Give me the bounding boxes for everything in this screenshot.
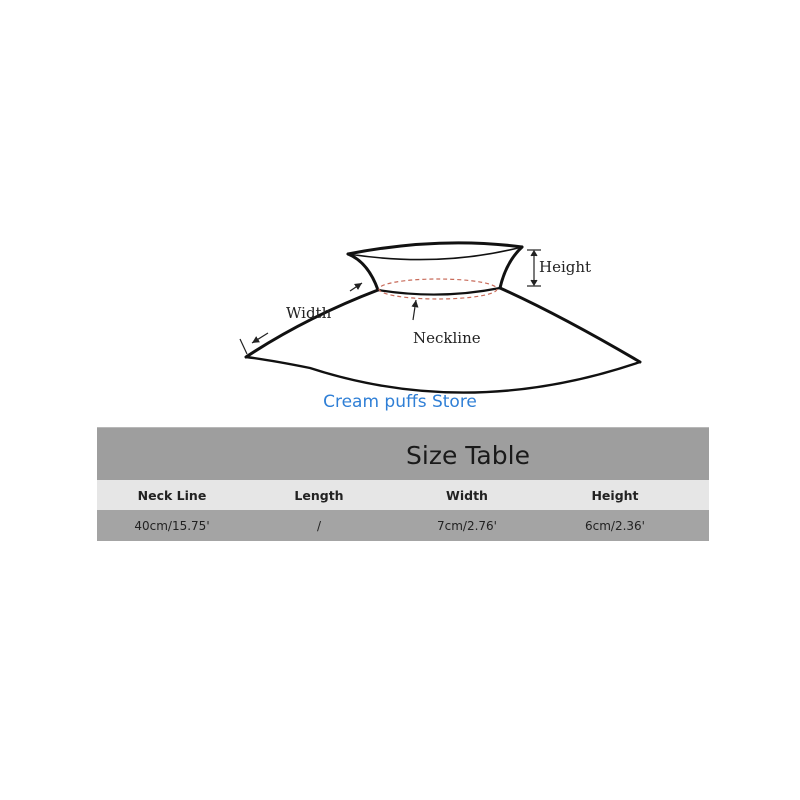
header-width: Width — [446, 487, 488, 503]
header-neck-line: Neck Line — [137, 487, 207, 503]
collar-diagram: Height Width Neckline — [239, 241, 642, 394]
size-table-title-row: Size Table — [97, 427, 709, 481]
height-marker — [527, 249, 541, 287]
width-arrow-icon — [239, 282, 363, 355]
header-height: Height — [591, 487, 639, 503]
store-watermark: Cream puffs Store — [323, 392, 477, 412]
collar-outline — [244, 241, 642, 394]
neckline-arrow-icon — [411, 299, 419, 321]
value-neck-line: 40cm/15.75' — [134, 518, 210, 533]
header-length: Length — [294, 487, 344, 503]
height-label: Height — [539, 258, 591, 276]
size-table: Size Table Neck Line Length Width Height… — [97, 427, 709, 542]
neckline-label: Neckline — [413, 329, 481, 347]
value-height: 6cm/2.36' — [585, 518, 645, 533]
size-table-header-row: Neck Line Length Width Height — [97, 480, 709, 510]
value-width: 7cm/2.76' — [437, 518, 497, 533]
size-table-title: Size Table — [406, 441, 530, 470]
neckline-dashed — [378, 278, 498, 300]
value-length: / — [316, 518, 322, 533]
size-table-value-row: 40cm/15.75' / 7cm/2.76' 6cm/2.36' — [97, 510, 709, 541]
width-label: Width — [286, 304, 332, 322]
